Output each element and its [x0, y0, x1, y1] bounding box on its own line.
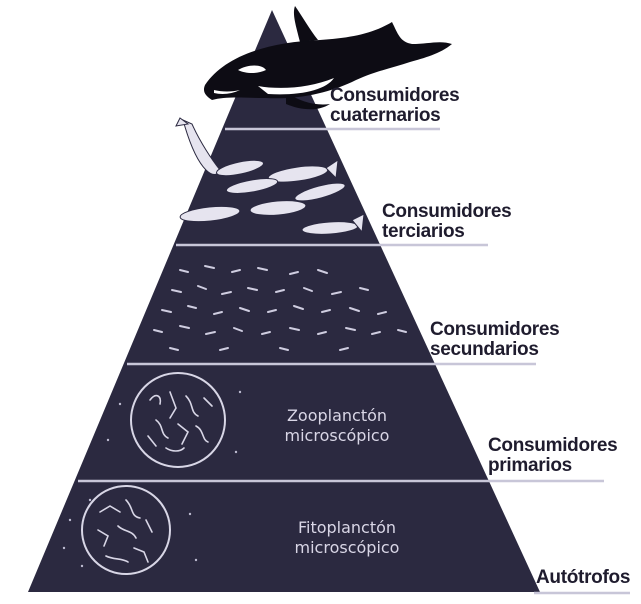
inner-fitoplancton-line1: Fitoplanctón: [272, 518, 422, 538]
label-primarios-line2: primarios: [488, 456, 617, 476]
label-secundarios-line1: Consumidores: [430, 320, 559, 340]
label-cuaternarios-line1: Consumidores: [330, 86, 459, 106]
label-consumidores-secundarios: Consumidores secundarios: [430, 320, 559, 360]
label-autotrofos: Autótrofos: [536, 568, 630, 588]
label-consumidores-terciarios: Consumidores terciarios: [382, 202, 511, 242]
label-primarios-line1: Consumidores: [488, 436, 617, 456]
label-consumidores-cuaternarios: Consumidores cuaternarios: [330, 86, 459, 126]
label-consumidores-primarios: Consumidores primarios: [488, 436, 617, 476]
inner-fitoplancton-line2: microscópico: [272, 538, 422, 558]
label-terciarios-line2: terciarios: [382, 222, 511, 242]
label-secundarios-line2: secundarios: [430, 340, 559, 360]
inner-zooplancton-line1: Zooplanctón: [262, 406, 412, 426]
label-cuaternarios-line2: cuaternarios: [330, 106, 459, 126]
inner-text-fitoplancton: Fitoplanctón microscópico: [272, 518, 422, 558]
inner-zooplancton-line2: microscópico: [262, 426, 412, 446]
inner-text-zooplancton: Zooplanctón microscópico: [262, 406, 412, 446]
label-terciarios-line1: Consumidores: [382, 202, 511, 222]
label-autotrofos-line1: Autótrofos: [536, 568, 630, 588]
